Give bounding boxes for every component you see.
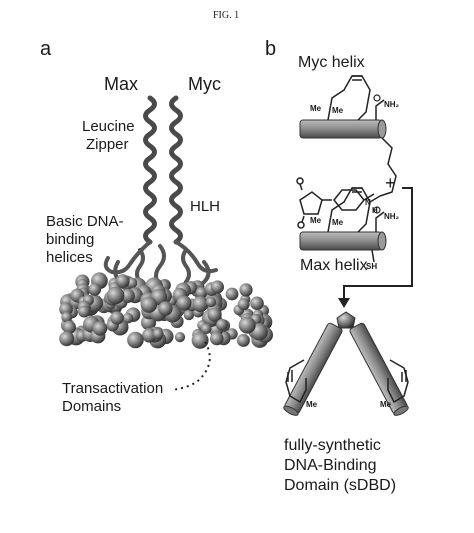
dna-atom [61, 311, 73, 323]
panel-a-letter: a [40, 38, 52, 60]
sh-label: SH [366, 262, 378, 271]
nh2-label-max: NH₂ [384, 212, 400, 221]
h-label-linker: H [372, 206, 378, 215]
figure-title: FIG. 1 [213, 10, 240, 21]
dna-atom [195, 287, 208, 299]
myc-helix-rod [299, 75, 397, 203]
transactivation-dotted-line [170, 341, 211, 391]
hlh-label: HLH [190, 198, 221, 215]
product-label-line2: DNA-Binding [284, 457, 377, 474]
product-label-line3: Domain (sDBD) [284, 477, 397, 494]
dna-atom [210, 331, 224, 346]
nh2-label-myc: NH₂ [384, 100, 400, 109]
dna-atom [122, 312, 134, 324]
transactivation-label-line2: Domains [62, 398, 122, 415]
dna-atom [200, 323, 212, 335]
plus-sign: + [385, 173, 396, 193]
reaction-arrow [338, 187, 413, 308]
me-label-product-left: Me [306, 400, 318, 409]
dna-atom [236, 333, 250, 347]
n-label-linker: N [365, 198, 371, 207]
transactivation-label-line1: Transactivation [62, 380, 164, 397]
basic-dna-label-line2: binding [46, 231, 95, 248]
dna-atom [205, 297, 217, 308]
maleimide-linker [296, 177, 375, 229]
basic-dna-label-line1: Basic DNA- [46, 213, 124, 230]
dna-atom [239, 283, 253, 297]
dna-atom [237, 298, 250, 311]
dna-atom [216, 318, 228, 331]
sdbd-product [283, 311, 409, 416]
dna-atom [158, 301, 173, 316]
dna-atom [78, 305, 91, 318]
dna-atom [191, 331, 209, 349]
me-label-myc-2: Me [332, 106, 344, 115]
product-label-line1: fully-synthetic [284, 437, 381, 454]
dna-atom [62, 320, 76, 334]
basic-dna-label-line3: helices [46, 249, 93, 266]
dna-atom [183, 309, 195, 321]
dna-atom [116, 274, 130, 288]
dna-atom [88, 283, 102, 296]
dna-atom [210, 280, 224, 294]
panel-b-letter: b [265, 38, 277, 60]
me-label-product-right: Me [380, 400, 392, 409]
me-label-max-2: Me [332, 218, 344, 227]
dna-atom [110, 311, 124, 325]
dna-atom [207, 307, 222, 322]
dna-atom [192, 296, 209, 313]
dna-atom [225, 287, 239, 301]
leucine-zipper-helix [143, 95, 183, 245]
dna-atom [250, 296, 264, 311]
dna-atom [176, 295, 192, 311]
dna-atom [120, 288, 135, 303]
dna-atom [59, 331, 75, 347]
max-helix-rod [299, 187, 387, 263]
leucine-label: Leucine [82, 118, 135, 135]
me-label-myc-1: Me [310, 104, 322, 113]
dna-atom [174, 332, 186, 343]
myc-helix-label: Myc helix [298, 54, 365, 71]
dna-atom [152, 328, 164, 340]
me-label-max-1: Me [310, 216, 322, 225]
dna-atom [140, 296, 157, 313]
zipper-label: Zipper [86, 136, 129, 153]
dna-atom [127, 331, 144, 349]
dna-atom [238, 316, 256, 334]
dna-atom [106, 286, 125, 305]
dna-spacefill [59, 272, 273, 349]
myc-label: Myc [188, 74, 221, 94]
max-label: Max [104, 74, 139, 94]
max-helix-label: Max helix [300, 257, 368, 274]
dna-atom [92, 321, 108, 336]
dna-atom [142, 328, 157, 343]
